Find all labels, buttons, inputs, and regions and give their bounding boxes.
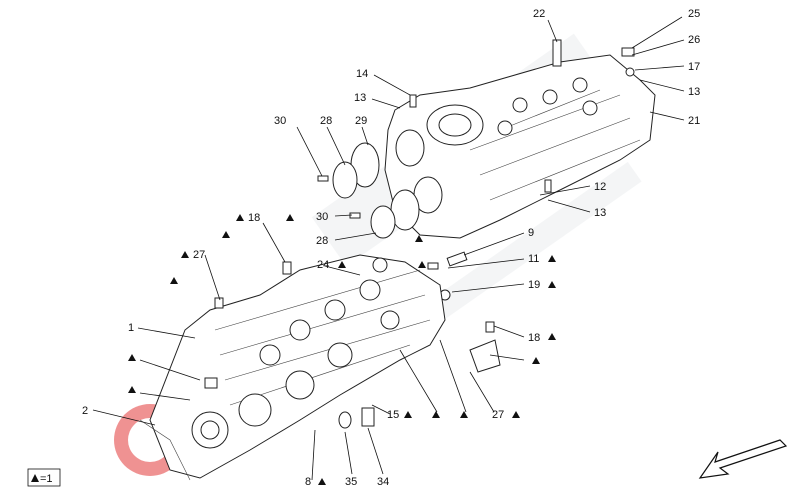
callout-30: 30 [274, 115, 286, 127]
callout-18: 18 [528, 332, 540, 344]
callout-35: 35 [345, 476, 357, 488]
callout-21: 21 [688, 115, 700, 127]
callout-25: 25 [688, 8, 700, 20]
callout-11: 11 [528, 253, 539, 265]
triangle-markers [128, 214, 556, 485]
callout-12: 12 [594, 181, 606, 193]
callout-28: 28 [320, 115, 332, 127]
legend-text: =1 [40, 473, 53, 485]
cam-cover-assembly [384, 39, 656, 239]
direction-arrow-icon [698, 439, 788, 479]
cylinder-head-assembly [139, 254, 446, 481]
callout-14: 14 [356, 68, 368, 80]
callout-1: 1 [128, 322, 134, 334]
seal-parts-upper [317, 94, 420, 239]
callout-13: 13 [688, 86, 700, 98]
callout-9: 9 [528, 227, 534, 239]
leader-lines [92, 16, 685, 481]
callout-18: 18 [248, 212, 260, 224]
callout-8: 8 [305, 476, 311, 488]
callout-34: 34 [377, 476, 389, 488]
callout-17: 17 [688, 61, 700, 73]
callout-27: 27 [492, 409, 504, 421]
callout-22: 22 [533, 8, 545, 20]
callout-13: 13 [594, 207, 606, 219]
callout-15: 15 [387, 409, 399, 421]
callout-19: 19 [528, 279, 540, 291]
callout-2: 2 [82, 405, 88, 417]
loose-parts-right [427, 179, 552, 373]
callout-27: 27 [193, 249, 205, 261]
legend-box: =1 [27, 468, 61, 487]
callout-13: 13 [354, 92, 366, 104]
callout-28: 28 [316, 235, 328, 247]
callout-30: 30 [316, 211, 328, 223]
callout-labels: 22 25 26 17 13 21 14 13 30 28 29 12 13 3… [82, 8, 700, 488]
callout-26: 26 [688, 34, 700, 46]
callout-24: 24 [317, 259, 329, 271]
callout-29: 29 [355, 115, 367, 127]
